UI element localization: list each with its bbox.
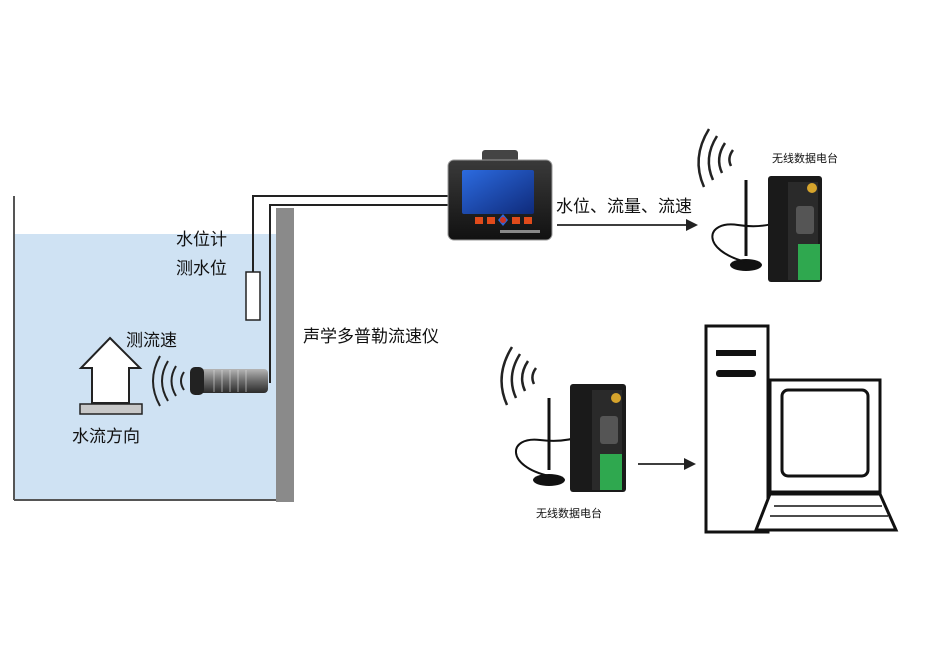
- label-output-data: 水位、流量、流速: [556, 197, 692, 217]
- probe-body: [196, 369, 268, 393]
- cable-water-level: [252, 195, 448, 278]
- tank-right-wall: [276, 208, 294, 502]
- cable-doppler: [269, 204, 448, 383]
- label-radio-bottom: 无线数据电台: [536, 507, 602, 520]
- terminal-block: [600, 454, 622, 490]
- doppler-probe: [190, 367, 268, 395]
- cable: [252, 195, 448, 383]
- radio-top: [697, 128, 822, 282]
- flow-direction-arrow-icon: [78, 336, 143, 415]
- water-level-gauge: [245, 271, 261, 321]
- probe-head: [190, 367, 204, 395]
- desktop-computer-icon: [704, 324, 899, 534]
- label-water-level-meter: 水位计: [176, 230, 227, 250]
- pc-keyboard: [753, 492, 899, 532]
- pc-tower: [704, 324, 770, 534]
- water-tank: [13, 196, 294, 502]
- host-logger-device: [447, 150, 553, 241]
- wireless-signal-icon: [697, 128, 735, 188]
- arrow-to-pc: [638, 458, 696, 470]
- water-body: [14, 234, 276, 500]
- arrow-to-radio: [557, 219, 698, 231]
- wireless-signal-icon: [152, 355, 185, 407]
- label-measure-flow-velocity: 测流速: [126, 331, 177, 351]
- label-radio-top: 无线数据电台: [772, 152, 838, 165]
- label-water-flow-direction: 水流方向: [72, 427, 140, 447]
- terminal-block: [798, 244, 820, 280]
- label-measure-water-level: 测水位: [176, 259, 227, 279]
- radio-bottom: [500, 346, 626, 492]
- label-acoustic-doppler-meter: 声学多普勒流速仪: [303, 327, 439, 347]
- host-screen: [462, 170, 534, 214]
- wireless-signal-icon: [500, 346, 538, 406]
